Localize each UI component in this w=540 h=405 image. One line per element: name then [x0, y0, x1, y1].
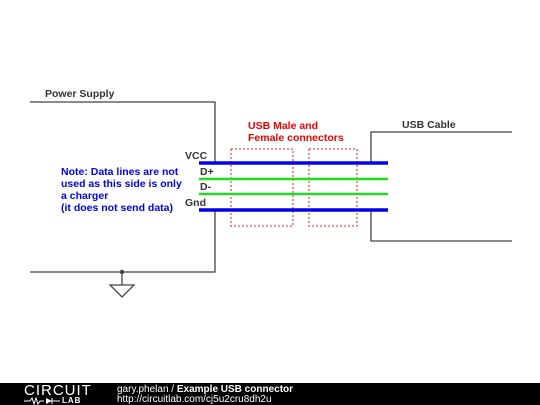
vcc-label: VCC	[185, 150, 208, 162]
circuit-credit: gary.phelan / Example USB connector	[117, 384, 293, 395]
connectors-label-line1: USB Male and	[248, 120, 318, 132]
note-line2: used as this side is only	[61, 178, 182, 190]
power-supply-label: Power Supply	[45, 88, 115, 100]
power-supply-outline-bottom	[30, 210, 216, 273]
logo-circuit-text: CIRCUIT	[24, 382, 92, 399]
circuit-url-link[interactable]: http://circuitlab.com/cj5u2cru8dh2u	[117, 394, 272, 405]
d-minus-label: D-	[200, 181, 212, 193]
power-supply-outline	[30, 101, 216, 162]
d-plus-label: D+	[200, 166, 214, 178]
circuitlab-footer: CIRCUIT LAB gary.phelan / Example USB co…	[0, 383, 540, 405]
ground-symbol	[108, 284, 136, 298]
usb-cable-outline-bottom	[370, 210, 512, 242]
usb-connector-diagram: Power Supply USB Cable USB Male and Fema…	[30, 88, 512, 298]
credit-separator: /	[168, 384, 177, 395]
male-connector-box	[230, 148, 294, 227]
gnd-label: Gnd	[185, 197, 206, 209]
connectors-label-line2: Female connectors	[248, 132, 344, 144]
circuit-title: Example USB connector	[176, 384, 294, 395]
note-line1: Note: Data lines are not	[61, 166, 179, 178]
author-link[interactable]: gary.phelan	[117, 384, 169, 395]
usb-cable-label: USB Cable	[402, 119, 456, 131]
logo-lab-text: LAB	[62, 396, 82, 405]
logo-wave-icon	[24, 397, 60, 405]
note-line3: a charger	[61, 190, 108, 202]
usb-cable-outline	[370, 131, 512, 162]
note-line4: (it does not send data)	[61, 202, 173, 214]
ground-junction	[119, 269, 125, 275]
female-connector-box	[308, 148, 358, 227]
